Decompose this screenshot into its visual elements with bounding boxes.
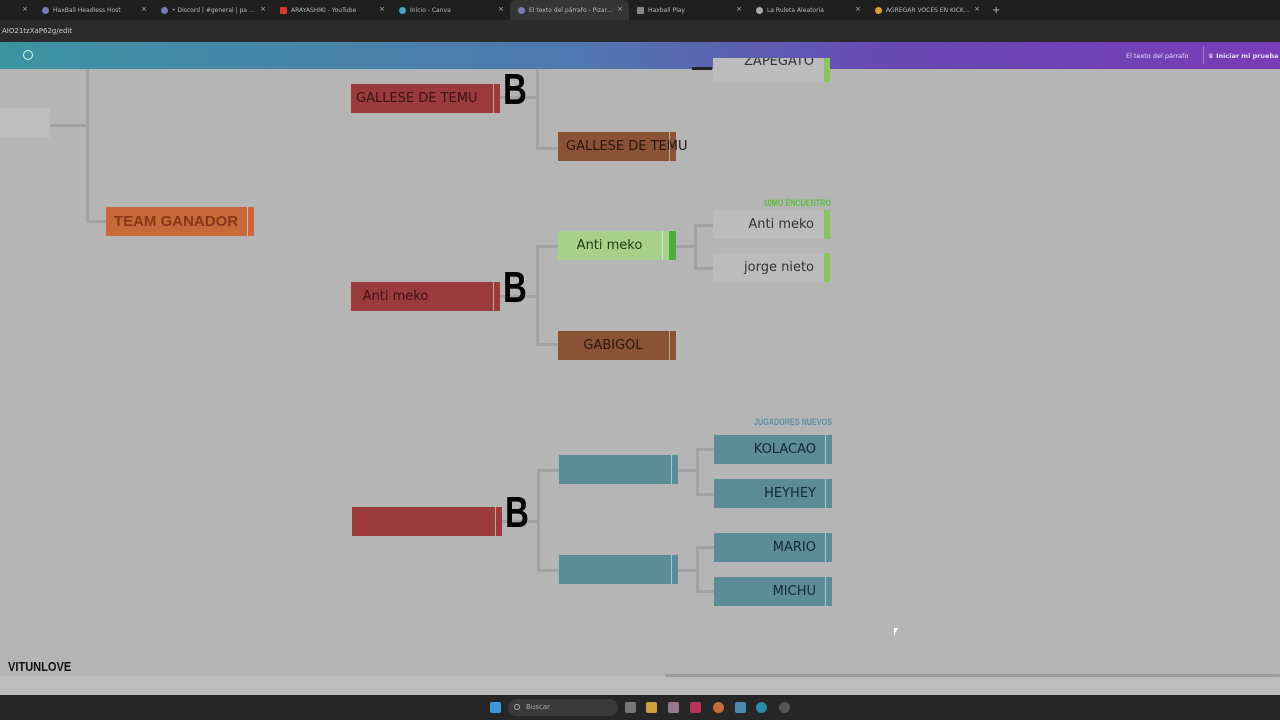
group-label: 10MO ENCUENTRO xyxy=(763,198,831,208)
browser-tab-bar: × HaxBall Headless Host × • Discord | #ge… xyxy=(0,0,1280,20)
start-trial-button[interactable]: ♛ Iniciar mi prueba por xyxy=(1208,52,1280,60)
semifinal-box[interactable] xyxy=(352,507,502,536)
player-name: ZAPEGATO xyxy=(744,58,814,69)
close-icon[interactable]: × xyxy=(260,5,266,13)
favicon-icon xyxy=(42,6,49,14)
taskbar-search[interactable]: Buscar xyxy=(508,699,618,716)
taskbar xyxy=(0,695,1280,720)
snipping-tool-icon[interactable] xyxy=(668,702,679,713)
player-name: MICHU xyxy=(772,584,816,599)
tab-haxball-host[interactable]: HaxBall Headless Host × xyxy=(34,0,153,20)
tab-label: Haxball Play xyxy=(648,6,685,14)
app-icon[interactable] xyxy=(779,702,790,713)
tab-label: La Ruleta Aleatoria xyxy=(767,6,824,14)
tiktok-icon[interactable] xyxy=(690,702,701,713)
file-explorer-icon[interactable] xyxy=(646,702,657,713)
quarterfinal-box[interactable] xyxy=(559,555,678,584)
team-name: Anti meko xyxy=(576,238,643,253)
team-name: GALLESE DE TEMU xyxy=(356,91,478,106)
canva-header: El texto del párrafo ♛ Iniciar mi prueba… xyxy=(0,42,1280,69)
mouse-cursor-icon xyxy=(894,628,898,636)
search-placeholder: Buscar xyxy=(526,703,550,711)
new-tab-button[interactable]: + xyxy=(992,4,1001,16)
tab-canva-home[interactable]: Inicio - Canva × xyxy=(391,0,510,20)
winner-box[interactable]: TEAM GANADOR xyxy=(106,207,254,236)
tab-label: AGREGAR VOCES EN KICK - Bu xyxy=(886,6,970,14)
b-mark: B xyxy=(505,488,529,537)
tab-haxball-play[interactable]: Haxball Play × xyxy=(629,0,748,20)
task-view-icon[interactable] xyxy=(625,702,636,713)
group-label: JUGADORES NUEVOS xyxy=(753,417,832,427)
tab-label: Inicio - Canva xyxy=(410,6,451,14)
close-icon[interactable]: × xyxy=(22,5,28,13)
player-box[interactable]: Anti meko xyxy=(713,210,830,239)
player-box[interactable]: MARIO xyxy=(714,533,832,562)
tab-label: • Discord | #general | pa que h xyxy=(172,6,256,14)
player-box[interactable]: MICHU xyxy=(714,577,832,606)
player-name: jorge nieto xyxy=(744,260,814,275)
winner-label: TEAM GANADOR xyxy=(113,213,239,230)
tab-kick[interactable]: AGREGAR VOCES EN KICK - Bu × xyxy=(867,0,986,20)
team-name: GALLESE DE TEMU xyxy=(566,139,688,154)
tab-label: HaxBall Headless Host xyxy=(53,6,121,14)
cloud-save-icon[interactable] xyxy=(23,50,33,60)
quarterfinal-box[interactable]: GALLESE DE TEMU xyxy=(558,132,688,161)
search-icon xyxy=(514,704,520,710)
notepad-icon[interactable] xyxy=(735,702,746,713)
player-box[interactable]: ZAPEGATO xyxy=(713,58,830,82)
canvas-footer xyxy=(0,676,1280,695)
tab-label: El texto del párrafo - Pizarra on xyxy=(529,6,613,14)
player-box[interactable]: HEYHEY xyxy=(714,479,832,508)
b-mark: B xyxy=(503,263,527,312)
player-name: KOLACAO xyxy=(753,442,816,457)
tab-discord[interactable]: • Discord | #general | pa que h × xyxy=(153,0,272,20)
player-name: Anti meko xyxy=(748,217,814,232)
favicon-icon xyxy=(399,6,406,14)
quarterfinal-box[interactable] xyxy=(559,455,678,484)
favicon-icon xyxy=(518,6,525,14)
url-text: AIO21tzXaP62g/edit xyxy=(2,27,73,35)
favicon-icon xyxy=(875,6,882,14)
quarterfinal-box-winner[interactable]: Anti meko xyxy=(558,231,676,260)
player-name: HEYHEY xyxy=(764,486,816,501)
tab-youtube[interactable]: ARAYASHIKI - YouTube × xyxy=(272,0,391,20)
close-icon[interactable]: × xyxy=(379,5,385,13)
horizontal-scrollbar[interactable] xyxy=(665,674,1280,677)
chrome-icon[interactable] xyxy=(713,702,724,713)
team-name: GABIGOL xyxy=(583,338,643,353)
close-icon[interactable]: × xyxy=(736,5,742,13)
player-box[interactable]: jorge nieto xyxy=(713,253,830,282)
favicon-icon xyxy=(280,6,287,14)
tab-partial[interactable]: × xyxy=(0,0,34,20)
windows-start-icon[interactable] xyxy=(490,702,501,713)
document-title[interactable]: El texto del párrafo xyxy=(1126,52,1189,60)
player-box[interactable]: KOLACAO xyxy=(714,435,832,464)
bracket-slot-empty[interactable] xyxy=(0,108,50,138)
divider xyxy=(1203,46,1204,64)
b-mark: B xyxy=(503,65,527,114)
player-name: MARIO xyxy=(772,540,816,555)
tab-canva-board[interactable]: El texto del párrafo - Pizarra on × xyxy=(510,0,629,20)
favicon-icon xyxy=(637,6,644,14)
author-credit: VITUNLOVE xyxy=(8,659,72,674)
tab-label: ARAYASHIKI - YouTube xyxy=(291,6,357,14)
close-icon[interactable]: × xyxy=(617,5,623,13)
team-name: Anti meko xyxy=(362,289,429,304)
favicon-icon xyxy=(161,6,168,14)
semifinal-box[interactable]: Anti meko xyxy=(351,282,500,311)
quarterfinal-box[interactable]: GABIGOL xyxy=(558,331,676,360)
favicon-icon xyxy=(756,6,763,14)
semifinal-box[interactable]: GALLESE DE TEMU xyxy=(351,84,500,113)
close-icon[interactable]: × xyxy=(974,5,980,13)
tab-ruleta[interactable]: La Ruleta Aleatoria × xyxy=(748,0,867,20)
close-icon[interactable]: × xyxy=(855,5,861,13)
edge-icon[interactable] xyxy=(756,702,767,713)
close-icon[interactable]: × xyxy=(498,5,504,13)
address-bar[interactable]: AIO21tzXaP62g/edit xyxy=(0,20,1280,42)
close-icon[interactable]: × xyxy=(141,5,147,13)
